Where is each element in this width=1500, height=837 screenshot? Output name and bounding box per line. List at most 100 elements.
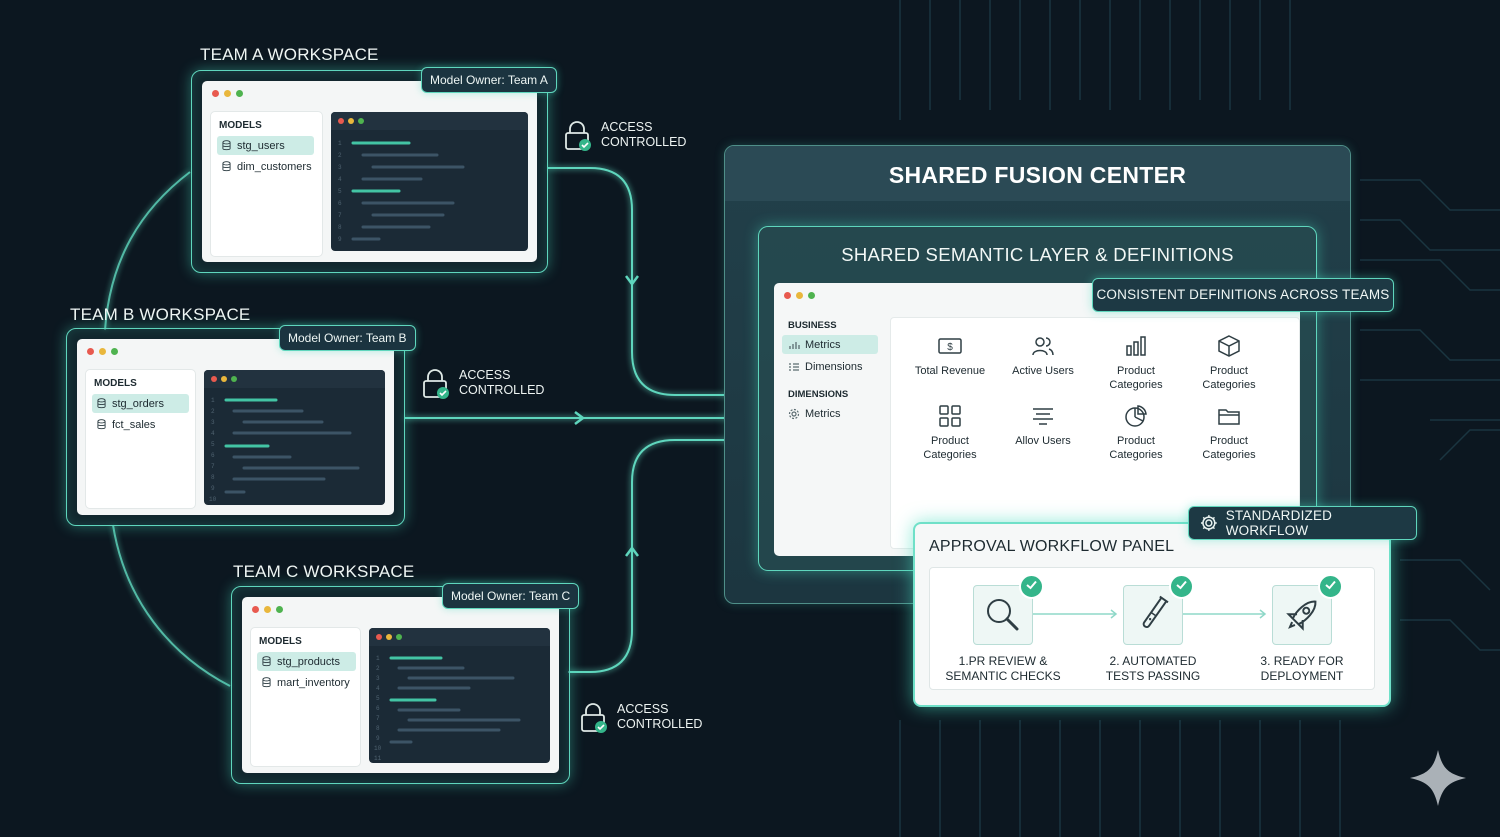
metric-card[interactable]: $ Total Revenue bbox=[904, 334, 996, 378]
metric-card[interactable]: Allov Users bbox=[997, 404, 1089, 448]
sidebar-item-dimensions[interactable]: Dimensions bbox=[782, 357, 878, 376]
model-item[interactable]: stg_orders bbox=[92, 394, 189, 413]
svg-text:9: 9 bbox=[211, 485, 215, 492]
sidebar-item-label: Dimensions bbox=[805, 360, 863, 373]
model-name: mart_inventory bbox=[277, 676, 350, 689]
model-name: fct_sales bbox=[112, 418, 156, 431]
svg-text:4: 4 bbox=[211, 430, 215, 437]
step-label-line-2: SEMANTIC CHECKS bbox=[945, 669, 1061, 683]
model-item[interactable]: dim_customers bbox=[217, 157, 312, 176]
svg-text:8: 8 bbox=[376, 725, 380, 732]
svg-text:7: 7 bbox=[211, 463, 215, 470]
gear-icon bbox=[788, 408, 800, 419]
svg-text:2: 2 bbox=[338, 152, 342, 159]
step-label-line-1: 1.PR REVIEW & bbox=[958, 654, 1048, 668]
standardized-workflow-label: STANDARDIZED WORKFLOW bbox=[1225, 508, 1333, 538]
metric-card[interactable]: Product Categories bbox=[904, 404, 996, 462]
svg-text:6: 6 bbox=[338, 200, 342, 207]
center-title: SHARED FUSION CENTER bbox=[888, 162, 1187, 188]
filter-lines-icon bbox=[1033, 408, 1053, 425]
gear-icon bbox=[1200, 515, 1217, 531]
svg-text:7: 7 bbox=[376, 715, 380, 722]
database-icon bbox=[97, 398, 106, 409]
team-a-models-panel: MODELS stg_users dim_customers bbox=[210, 111, 323, 257]
svg-text:7: 7 bbox=[338, 212, 342, 219]
window-controls bbox=[212, 90, 243, 97]
svg-text:9: 9 bbox=[338, 236, 342, 243]
svg-text:9: 9 bbox=[376, 735, 380, 742]
step-arrows bbox=[1033, 609, 1267, 619]
metric-card[interactable]: Product Categories bbox=[1090, 404, 1182, 462]
step-label-line-1: 2. AUTOMATED bbox=[1109, 654, 1197, 668]
rocket-icon bbox=[1286, 600, 1317, 631]
access-line-1: ACCESS bbox=[459, 368, 511, 382]
database-icon bbox=[222, 140, 231, 151]
database-icon bbox=[97, 419, 106, 430]
lock-check-icon bbox=[423, 369, 449, 399]
step-label-line-1: 3. READY FOR bbox=[1260, 654, 1344, 668]
magnifier-icon bbox=[987, 599, 1019, 631]
check-icon bbox=[1318, 574, 1343, 599]
metric-card[interactable]: Active Users bbox=[997, 334, 1089, 378]
database-icon bbox=[262, 656, 271, 667]
metric-label: Total Revenue bbox=[914, 365, 986, 377]
access-line-2: CONTROLLED bbox=[459, 383, 545, 397]
access-line-2: CONTROLLED bbox=[617, 717, 703, 731]
model-item[interactable]: stg_products bbox=[257, 652, 356, 671]
metric-label: Active Users bbox=[1012, 365, 1074, 377]
model-item[interactable]: mart_inventory bbox=[257, 673, 350, 692]
folder-icon bbox=[1218, 409, 1240, 425]
business-header: BUSINESS bbox=[788, 320, 837, 331]
step-label-line-2: TESTS PASSING bbox=[1105, 669, 1201, 683]
consistent-definitions-badge: CONSISTENT DEFINITIONS ACROSS TEAMS bbox=[1092, 278, 1394, 312]
model-item[interactable]: stg_users bbox=[217, 136, 314, 155]
metric-label: Product Categories bbox=[1109, 435, 1163, 461]
team-b-models-panel: MODELS stg_orders fct_sales bbox=[85, 369, 196, 509]
svg-text:3: 3 bbox=[338, 164, 342, 171]
sidebar-item-label: Metrics bbox=[805, 338, 841, 351]
metric-label: Product Categories bbox=[1202, 435, 1256, 461]
list-icon bbox=[789, 362, 799, 371]
metric-card[interactable]: Product Categories bbox=[1183, 334, 1275, 392]
model-item[interactable]: fct_sales bbox=[92, 415, 155, 434]
sidebar-item-metrics-2[interactable]: Metrics bbox=[782, 404, 878, 423]
pie-chart-icon bbox=[1125, 405, 1147, 427]
workflow-step: 1.PR REVIEW &SEMANTIC CHECKS bbox=[928, 574, 1078, 684]
workflow-steps: 1.PR REVIEW &SEMANTIC CHECKS 2. AUTOMATE… bbox=[929, 567, 1375, 690]
model-name: dim_customers bbox=[237, 160, 312, 173]
svg-text:1: 1 bbox=[338, 140, 342, 147]
step-label-line-2: DEPLOYMENT bbox=[1260, 669, 1344, 683]
access-line-2: CONTROLLED bbox=[601, 135, 687, 149]
model-name: stg_users bbox=[237, 139, 285, 152]
svg-text:5: 5 bbox=[211, 441, 215, 448]
check-icon bbox=[1019, 574, 1044, 599]
approval-workflow-panel: APPROVAL WORKFLOW PANEL 1.PR REVIEW &SEM… bbox=[913, 522, 1391, 707]
team-a-title: TEAM A WORKSPACE bbox=[200, 45, 379, 64]
database-icon bbox=[222, 161, 231, 172]
window-controls bbox=[87, 348, 118, 355]
svg-text:5: 5 bbox=[376, 695, 380, 702]
svg-text:1: 1 bbox=[211, 397, 215, 404]
sidebar-item-metrics[interactable]: Metrics bbox=[782, 335, 878, 354]
model-name: stg_products bbox=[277, 655, 340, 668]
metric-label: Product Categories bbox=[1109, 365, 1163, 391]
svg-text:1: 1 bbox=[376, 655, 380, 662]
metric-card[interactable]: Product Categories bbox=[1183, 404, 1275, 462]
team-c-owner-badge: Model Owner: Team C bbox=[442, 583, 580, 609]
metric-card[interactable]: Product Categories bbox=[1090, 334, 1182, 392]
metric-label: Product Categories bbox=[1202, 365, 1256, 391]
box-icon bbox=[1218, 335, 1240, 357]
database-icon bbox=[262, 677, 271, 688]
